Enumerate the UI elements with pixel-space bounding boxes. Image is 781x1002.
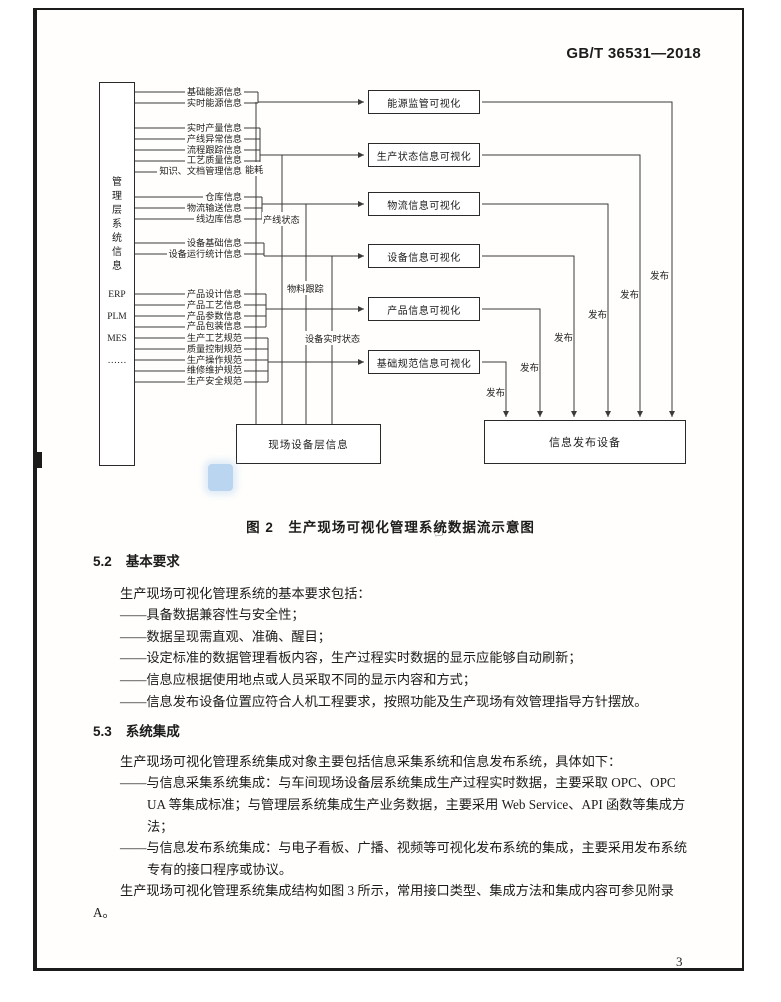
paragraph: 生产现场可视化管理系统集成结构如图 3 所示，常用接口类型、集成方法和集成内容可… bbox=[93, 883, 674, 920]
flow-label-energy-consumption: 能耗 bbox=[244, 162, 265, 176]
viz-box-equipment: 设备信息可视化 bbox=[368, 244, 480, 268]
document-text: 5.2 基本要求 生产现场可视化管理系统的基本要求包括： ——具备数据兼容性与安全… bbox=[93, 551, 691, 924]
source-label: 产品参数信息 bbox=[184, 310, 244, 322]
list-item: ——信息发布设备位置应符合人机工程要求，按照功能及生产现场有效管理指导方针摆放。 bbox=[120, 693, 648, 709]
source-label: 线边库信息 bbox=[194, 213, 244, 225]
page-number: 3 bbox=[676, 954, 683, 969]
section-number: 5.2 bbox=[93, 554, 112, 569]
publish-label: 发布 bbox=[520, 360, 540, 374]
source-label: 仓库信息 bbox=[203, 192, 244, 203]
section-title: 系统集成 bbox=[125, 724, 180, 740]
source-label: 质量控制规范 bbox=[184, 343, 244, 355]
publish-label: 发布 bbox=[554, 330, 574, 344]
field-device-layer-box: 现场设备层信息 bbox=[236, 424, 381, 464]
source-group-production: 实时产量信息 产线异常信息 流程跟踪信息 工艺质量信息 知识、文档管理信息 bbox=[140, 123, 244, 177]
management-systems-panel: 管理层系统信息 ERP PLM MES …… bbox=[99, 82, 135, 466]
source-label: 产线异常信息 bbox=[184, 133, 244, 145]
source-label: 产品工艺信息 bbox=[184, 299, 244, 311]
source-label: 实时产量信息 bbox=[184, 123, 244, 134]
flow-label-equipment-realtime: 设备实时状态 bbox=[304, 331, 362, 345]
standard-number: GB/T 36531—2018 bbox=[566, 45, 701, 62]
source-group-product: 产品设计信息 产品工艺信息 产品参数信息 产品包装信息 bbox=[140, 289, 244, 333]
source-label: 基础能源信息 bbox=[184, 87, 244, 98]
flow-label-material-tracking: 物料跟踪 bbox=[286, 281, 325, 295]
watermark bbox=[208, 464, 233, 491]
section-title: 基本要求 bbox=[125, 554, 180, 569]
source-label: 产品设计信息 bbox=[184, 289, 244, 300]
section-5-3-heading: 5.3 系统集成 bbox=[93, 721, 691, 743]
source-group-energy: 基础能源信息 实时能源信息 bbox=[140, 87, 244, 109]
source-label: 物流输送信息 bbox=[184, 202, 244, 214]
source-label: 生产操作规范 bbox=[184, 354, 244, 366]
list-item: ——信息应根据使用地点或人员采取不同的显示内容和方式； bbox=[120, 671, 477, 687]
source-label: 维修维护规范 bbox=[184, 365, 244, 377]
scan-page-border bbox=[33, 8, 744, 971]
viz-box-standards: 基础规范信息可视化 bbox=[368, 350, 480, 374]
panel-item-plm: PLM bbox=[107, 312, 127, 322]
source-group-logistics: 仓库信息 物流输送信息 线边库信息 bbox=[140, 192, 244, 225]
panel-item-erp: ERP bbox=[108, 290, 126, 300]
source-label: 工艺质量信息 bbox=[184, 155, 244, 167]
section-5-2-heading: 5.2 基本要求 bbox=[93, 551, 691, 573]
source-group-standards: 生产工艺规范 质量控制规范 生产操作规范 维修维护规范 生产安全规范 bbox=[140, 333, 244, 387]
viz-box-logistics: 物流信息可视化 bbox=[368, 192, 480, 216]
paragraph: 生产现场可视化管理系统的基本要求包括： bbox=[120, 585, 371, 601]
section-number: 5.3 bbox=[93, 724, 112, 740]
paragraph: 生产现场可视化管理系统集成对象主要包括信息采集系统和信息发布系统，具体如下： bbox=[120, 753, 622, 769]
flow-label-line-status: 产线状态 bbox=[262, 212, 301, 226]
list-item: ——与信息发布系统集成：与电子看板、广播、视频等可视化发布系统的集成，主要采用发… bbox=[120, 840, 688, 877]
panel-title: 管理层系统信息 bbox=[112, 177, 122, 272]
list-item: ——设定标准的数据管理看板内容，生产过程实时数据的显示应能够自动刷新； bbox=[120, 650, 582, 666]
source-label: 产品包装信息 bbox=[184, 321, 244, 333]
panel-item-ellipsis: …… bbox=[107, 356, 127, 366]
publish-label: 发布 bbox=[650, 268, 670, 282]
publish-label: 发布 bbox=[486, 385, 506, 399]
figure-caption: 图 2 生产现场可视化管理系统数据流示意图 bbox=[246, 520, 535, 535]
source-label: 知识、文档管理信息 bbox=[157, 166, 244, 177]
source-label: 设备运行统计信息 bbox=[166, 248, 244, 260]
scan-edge-artifact bbox=[33, 452, 42, 468]
source-label: 设备基础信息 bbox=[184, 238, 244, 249]
publish-label: 发布 bbox=[588, 307, 608, 321]
viz-box-production: 生产状态信息可视化 bbox=[368, 143, 480, 167]
list-item: ——与信息采集系统集成：与车间现场设备层系统集成生产过程实时数据，主要采取 OP… bbox=[120, 775, 686, 834]
panel-item-mes: MES bbox=[107, 334, 127, 344]
list-item: ——数据呈现需直观、准确、醒目； bbox=[120, 628, 331, 644]
source-group-equipment: 设备基础信息 设备运行统计信息 bbox=[140, 238, 244, 260]
source-label: 生产安全规范 bbox=[184, 376, 244, 387]
viz-box-product: 产品信息可视化 bbox=[368, 297, 480, 321]
source-label: 生产工艺规范 bbox=[184, 333, 244, 344]
viz-box-energy: 能源监管可视化 bbox=[368, 90, 480, 114]
information-release-devices-box: 信息发布设备 bbox=[484, 420, 686, 464]
source-label: 实时能源信息 bbox=[184, 97, 244, 109]
list-item: ——具备数据兼容性与安全性； bbox=[120, 607, 305, 623]
source-label: 流程跟踪信息 bbox=[184, 144, 244, 156]
publish-label: 发布 bbox=[620, 287, 640, 301]
